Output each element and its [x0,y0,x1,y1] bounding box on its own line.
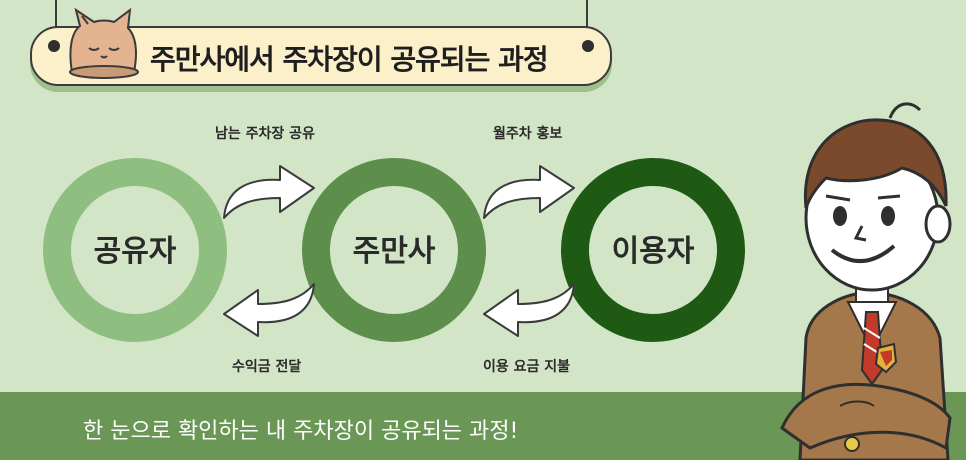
arrow-label-promote-monthly: 월주차 홍보 [493,126,563,142]
footer-tagline: 한 눈으로 확인하는 내 주차장이 공유되는 과정! [83,419,519,444]
arrow-label-revenue-transfer: 수익금 전달 [232,359,302,375]
node-user-label: 이용자 [611,234,695,269]
hanging-string-right [586,0,588,28]
arrow-right-icon [483,165,575,219]
node-sharer-label: 공유자 [93,234,177,269]
banner-pin-right [582,40,594,52]
arrow-label-share-spaces: 남는 주차장 공유 [215,126,315,142]
arrow-label-pay-fee: 이용 요금 지불 [483,359,571,375]
student-illustration [780,102,952,460]
hanging-string-left [55,0,57,28]
arrow-right-icon [223,165,315,219]
cat-icon [69,8,139,79]
node-jumansa-label: 주만사 [352,234,436,269]
arrow-left-icon [483,283,575,337]
banner-pin-left [48,40,60,52]
page-title: 주만사에서 주차장이 공유되는 과정 [150,43,549,76]
arrow-left-icon [223,283,315,337]
